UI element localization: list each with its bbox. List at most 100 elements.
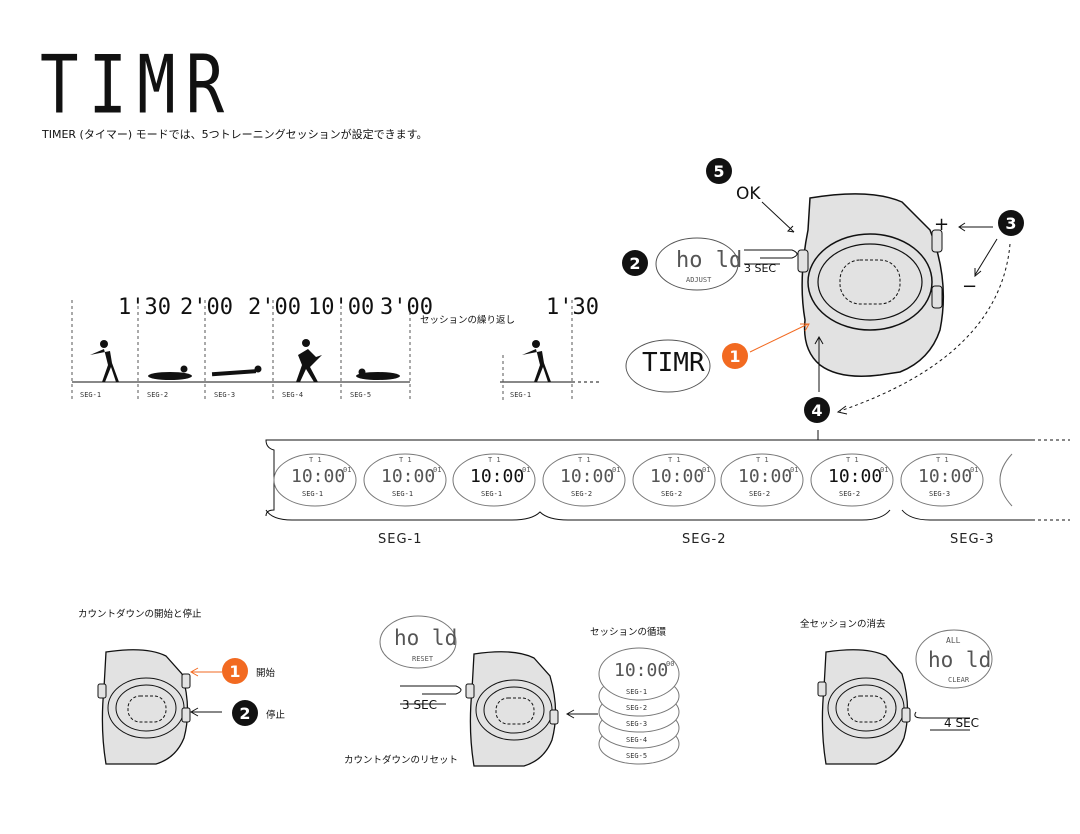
reset-watch	[465, 651, 559, 767]
plus-label: +	[934, 214, 950, 235]
timeline-seg-4: SEG-4	[282, 391, 304, 399]
group-label-seg-1: SEG-1	[378, 532, 423, 547]
seq-t-8: T 1	[936, 456, 949, 464]
stretch-figure-repeat-icon	[522, 340, 551, 382]
start-stop-watch	[97, 649, 191, 765]
seq-seg-3: SEG-1	[481, 490, 503, 498]
clear-title: 全セッションの消去	[800, 619, 886, 630]
step-5-badge: 5	[706, 158, 732, 184]
step-1-badge: 1	[722, 343, 748, 369]
timeline-time-5: 3'00	[380, 295, 433, 320]
sequence-displays	[273, 453, 1013, 507]
reset-three-sec: 3 SEC	[402, 698, 438, 712]
ok-arrow-icon	[761, 201, 795, 233]
timeline-time-4: 10'00	[308, 295, 375, 320]
timeline-time-6: 1'30	[546, 295, 599, 320]
seq-seg-1: SEG-1	[302, 490, 324, 498]
hold-reset-display	[379, 615, 457, 669]
main-watch	[797, 193, 945, 377]
clear-finger-icon	[914, 711, 970, 731]
step-3-badge: 3	[998, 210, 1024, 236]
stop-label: 停止	[266, 710, 286, 721]
floor-stretch-figure-icon	[356, 368, 400, 380]
stop-badge: 2	[232, 700, 258, 726]
clear-four-sec: 4 SEC	[944, 716, 980, 730]
reset-sub-text: RESET	[412, 655, 434, 663]
adjust-arrows-icon	[958, 222, 998, 278]
group-label-seg-2: SEG-2	[682, 532, 727, 547]
ok-label: OK	[736, 184, 761, 204]
timeline-seg-6: SEG-1	[510, 391, 532, 399]
mode-logo: TIMR	[40, 40, 235, 133]
seq-main-8: 10:00	[918, 466, 973, 487]
three-sec-label: 3 SEC	[744, 262, 777, 275]
seq-main-2: 10:00	[381, 466, 436, 487]
step-2-badge: 2	[622, 250, 648, 276]
stack-seg-5: SEG-5	[626, 752, 648, 760]
timeline-time-1: 1'30	[118, 295, 171, 320]
stretch-figure-icon	[90, 340, 119, 382]
cycle-arrow-icon	[565, 709, 598, 719]
clear-hold-text: ho ld	[928, 648, 992, 672]
cycle-title: セッションの循環	[590, 627, 667, 638]
timeline-seg-3: SEG-3	[214, 391, 236, 399]
seq-small-3: 01	[522, 466, 531, 474]
timr-display	[625, 339, 711, 393]
seq-small-4: 01	[612, 466, 621, 474]
seq-seg-4: SEG-2	[571, 490, 593, 498]
adjust-text: ADJUST	[686, 276, 712, 284]
minus-label: −	[962, 276, 978, 297]
seq-main-6: 10:00	[738, 466, 793, 487]
cycle-dashed-arrow-icon	[836, 243, 1011, 415]
seq-t-7: T 1	[846, 456, 859, 464]
seq-t-2: T 1	[399, 456, 412, 464]
pushup-figure-icon	[211, 365, 262, 377]
seq-seg-8: SEG-3	[929, 490, 951, 498]
sequence-bracket	[265, 430, 1070, 521]
clear-watch	[817, 649, 911, 765]
hold-text: ho ld	[676, 248, 743, 273]
stack-small: 00	[666, 660, 675, 668]
seq-small-5: 01	[702, 466, 711, 474]
step-4-badge: 4	[804, 397, 830, 423]
seq-t-3: T 1	[488, 456, 501, 464]
start-stop-arrows-icon	[189, 667, 222, 717]
timr-text: TIMR	[642, 348, 705, 378]
seq-t-5: T 1	[668, 456, 681, 464]
stack-seg-1: SEG-1	[626, 688, 648, 696]
session-stack	[598, 647, 680, 765]
seq-small-7: 01	[880, 466, 889, 474]
seq-t-6: T 1	[756, 456, 769, 464]
seq-t-4: T 1	[578, 456, 591, 464]
finger-press-icon	[744, 249, 798, 265]
clear-sub-text: CLEAR	[948, 676, 970, 684]
situp-figure-icon	[148, 365, 192, 380]
timeline-time-3: 2'00	[248, 295, 301, 320]
seq-small-8: 01	[970, 466, 979, 474]
segment-timeline	[71, 300, 600, 400]
group-label-seg-3: SEG-3	[950, 532, 995, 547]
reset-finger-icon	[400, 685, 462, 705]
repeat-label: セッションの繰り返し	[420, 315, 516, 326]
stack-main: 10:00	[614, 660, 669, 681]
step-1-arrow-icon	[749, 323, 810, 353]
start-stop-title: カウントダウンの開始と停止	[78, 609, 202, 620]
hold-clear-display	[915, 629, 993, 689]
runner-figure-icon	[296, 339, 322, 382]
clear-all-text: ALL	[946, 636, 961, 645]
seq-seg-6: SEG-2	[749, 490, 771, 498]
seq-main-7: 10:00	[828, 466, 883, 487]
seq-main-5: 10:00	[650, 466, 705, 487]
timeline-seg-2: SEG-2	[147, 391, 169, 399]
seq-main-1: 10:00	[291, 466, 346, 487]
start-badge: 1	[222, 658, 248, 684]
step-4-arrow-icon	[814, 335, 824, 392]
seq-main-4: 10:00	[560, 466, 615, 487]
timeline-time-2: 2'00	[180, 295, 233, 320]
seq-seg-2: SEG-1	[392, 490, 414, 498]
seq-seg-5: SEG-2	[661, 490, 683, 498]
seq-t-1: T 1	[309, 456, 322, 464]
start-label: 開始	[256, 668, 276, 679]
seq-small-1: 01	[343, 466, 352, 474]
stack-seg-4: SEG-4	[626, 736, 648, 744]
